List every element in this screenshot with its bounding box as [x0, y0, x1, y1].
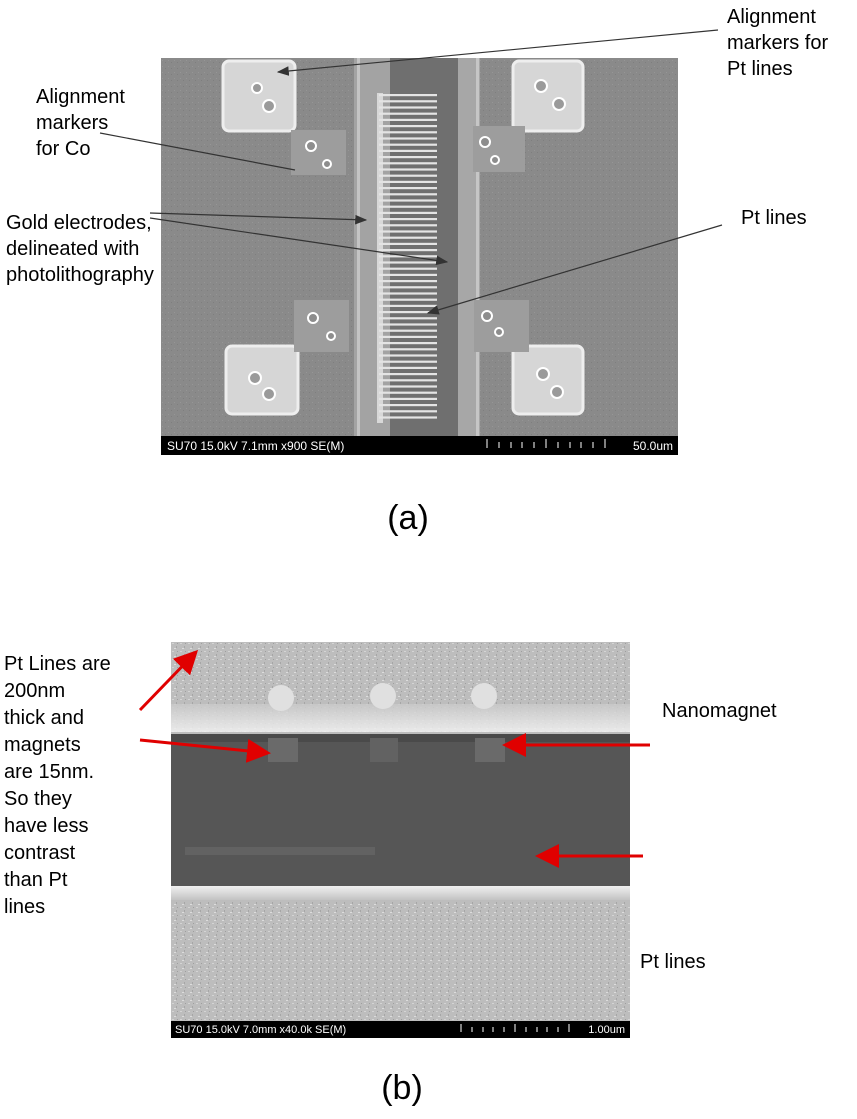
label-pt-lines-a: Pt lines: [741, 207, 807, 229]
alignment-marker-co-br: [474, 300, 529, 352]
nanomagnet-2: [370, 738, 398, 762]
sem-info-bar-a: SU70 15.0kV 7.1mm x900 SE(M) 50.0um: [161, 436, 678, 455]
sem-image-a: SU70 15.0kV 7.1mm x900 SE(M) 50.0um: [161, 58, 678, 455]
label-nanomagnet: Nanomagnet: [662, 700, 777, 722]
alignment-marker-co-tr: [473, 126, 525, 172]
scale-label-b: 1.00um: [588, 1023, 625, 1036]
label-pt-lines-b: Pt lines: [640, 951, 706, 973]
label-gold-electrodes: Gold electrodes, delineated with photoli…: [6, 212, 154, 286]
label-alignment-co: Alignment markers for Co: [36, 86, 125, 160]
nanomagnet-3: [475, 738, 505, 762]
label-alignment-pt: Alignment markers for Pt lines: [727, 6, 829, 80]
caption-a: (a): [387, 499, 429, 537]
alignment-marker-pt-bl: [224, 344, 300, 416]
alignment-marker-pt-tr: [511, 59, 585, 133]
alignment-marker-pt-tl: [221, 59, 297, 133]
caption-b: (b): [381, 1069, 423, 1107]
sem-image-b: SU70 15.0kV 7.0mm x40.0k SE(M) 1.00um: [171, 642, 630, 1038]
label-pt-thickness-note: Pt Lines are 200nm thick and magnets are…: [4, 653, 111, 918]
sem-info-text-a: SU70 15.0kV 7.1mm x900 SE(M): [167, 438, 345, 453]
sem-image-b-drawing: [171, 642, 630, 1038]
sem-image-a-drawing: [161, 58, 678, 455]
alignment-marker-pt-br: [511, 344, 585, 416]
alignment-marker-co-tl: [291, 130, 346, 175]
scale-label-a: 50.0um: [632, 438, 673, 453]
alignment-marker-co-bl: [294, 300, 349, 352]
sem-info-bar-b: SU70 15.0kV 7.0mm x40.0k SE(M) 1.00um: [171, 1021, 630, 1038]
nanomagnet-1: [268, 738, 298, 762]
scale-ticks-b: [460, 1024, 570, 1032]
sem-info-text-b: SU70 15.0kV 7.0mm x40.0k SE(M): [175, 1023, 347, 1036]
scale-ticks-a: [486, 439, 606, 448]
